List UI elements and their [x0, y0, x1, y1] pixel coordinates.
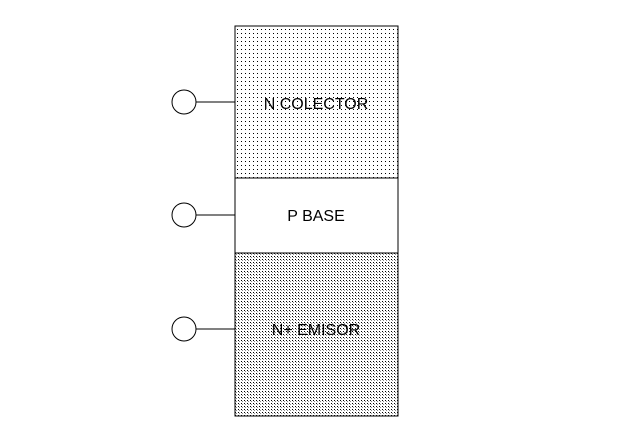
base-region	[234, 177, 399, 254]
collector-region	[234, 25, 399, 179]
collector-label: N COLECTOR	[264, 96, 369, 113]
base-label: P BASE	[287, 208, 345, 225]
base-terminal	[171, 202, 235, 228]
terminal-circle-icon	[171, 316, 197, 342]
collector-terminal	[171, 89, 235, 115]
base-layer: P BASE	[234, 177, 399, 254]
terminal-circle-icon	[171, 202, 197, 228]
emitter-region	[234, 252, 399, 417]
collector-layer: N COLECTOR	[234, 25, 399, 179]
emitter-terminal	[171, 316, 235, 342]
emitter-label: N+ EMISOR	[272, 322, 360, 339]
emitter-layer: N+ EMISOR	[234, 252, 399, 417]
terminal-circle-icon	[171, 89, 197, 115]
